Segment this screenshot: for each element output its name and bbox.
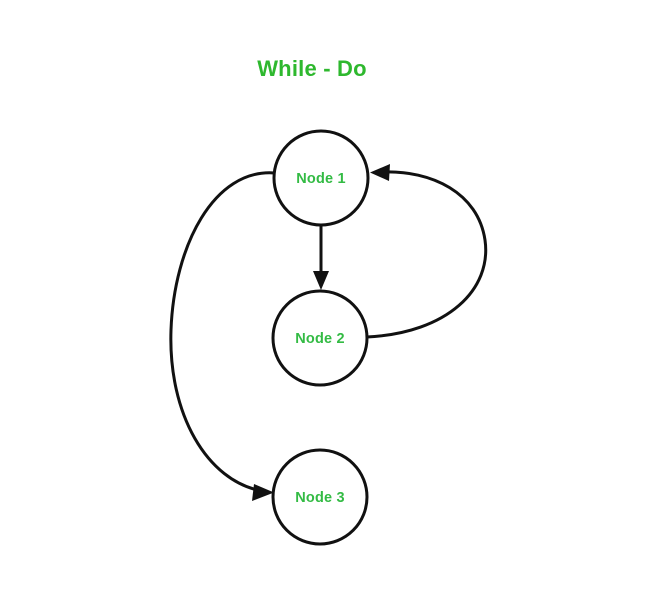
node-label-node2: Node 2 xyxy=(295,331,345,347)
arrowhead-into-node2 xyxy=(313,271,329,290)
arrowhead-into-node3 xyxy=(252,484,274,501)
node-node2[interactable]: Node 2 xyxy=(271,289,369,387)
node-circle-node1[interactable] xyxy=(272,129,370,227)
page-title: While - Do xyxy=(257,56,367,81)
edge-node1-to-node2 xyxy=(313,225,329,290)
edge-path-node2-node1 xyxy=(366,170,488,339)
node-node1[interactable]: Node 1 xyxy=(272,129,370,227)
node-node3[interactable]: Node 3 xyxy=(271,448,369,546)
edge-path-node1-node3 xyxy=(169,171,276,493)
node-label-node3: Node 3 xyxy=(295,490,345,506)
arrowhead-into-node1 xyxy=(370,164,390,181)
node-circle-node3[interactable] xyxy=(271,448,369,546)
edge-node1-to-node3 xyxy=(169,171,276,501)
node-label-node1: Node 1 xyxy=(296,171,346,187)
edge-node2-to-node1 xyxy=(366,164,488,339)
node-circle-node2[interactable] xyxy=(271,289,369,387)
